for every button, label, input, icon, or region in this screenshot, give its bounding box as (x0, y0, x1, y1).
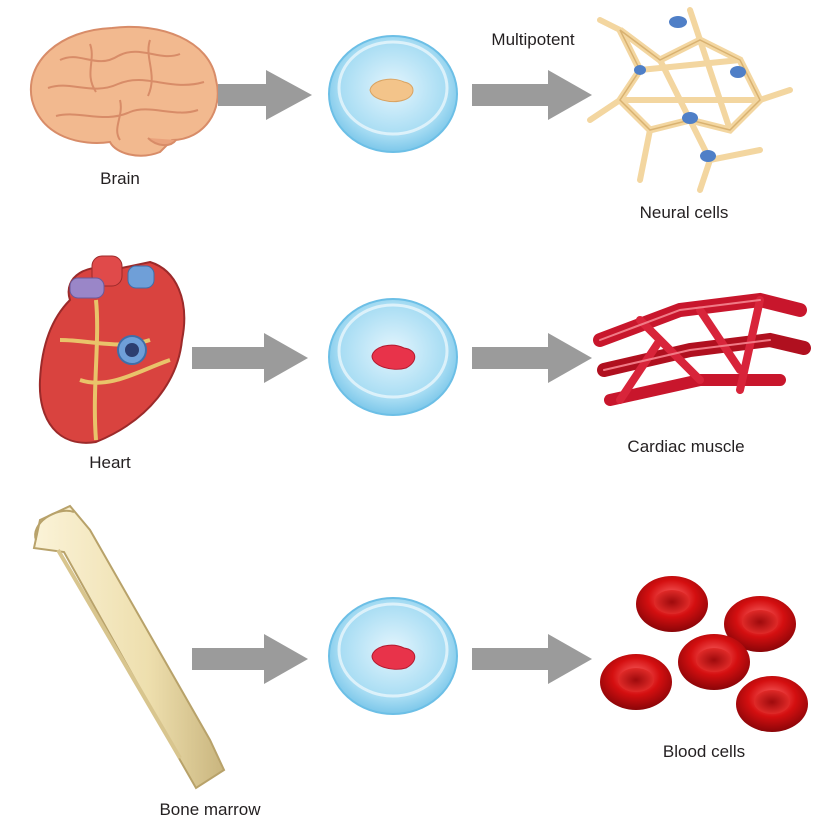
blood-cell-5 (736, 676, 808, 732)
result-label-cardiac-muscle: Cardiac muscle (627, 437, 745, 456)
source-label-bone-marrow: Bone marrow (159, 800, 261, 819)
result-label-neural-cells: Neural cells (639, 203, 729, 222)
blood-cell-1 (636, 576, 708, 632)
petri-dish-brain (328, 35, 458, 153)
source-label-brain: Brain (100, 169, 140, 188)
petri-dish-bone (328, 597, 458, 715)
arrow-brain-to-dish (218, 70, 312, 120)
cardiac-muscle-illustration (593, 292, 811, 406)
arrow-dish-to-neural (472, 70, 592, 120)
petri-dish-heart (328, 298, 458, 416)
result-label-blood-cells: Blood cells (662, 742, 746, 761)
blood-cells-illustration (600, 576, 808, 732)
arrow-bone-to-dish (192, 634, 308, 684)
blood-cell-2 (724, 596, 796, 652)
source-label-heart: Heart (89, 453, 131, 472)
bone-illustration (32, 504, 226, 790)
arrow-heart-to-dish (192, 333, 308, 383)
arrow-dish-to-blood (472, 634, 592, 684)
neural-cells-illustration (587, 7, 793, 193)
arrow-dish-to-muscle (472, 333, 592, 383)
blood-cell-4 (600, 654, 672, 710)
blood-cell-3 (678, 634, 750, 690)
brain-illustration (29, 25, 219, 157)
heart-illustration (38, 255, 186, 444)
multipotent-label: Multipotent (491, 30, 575, 49)
